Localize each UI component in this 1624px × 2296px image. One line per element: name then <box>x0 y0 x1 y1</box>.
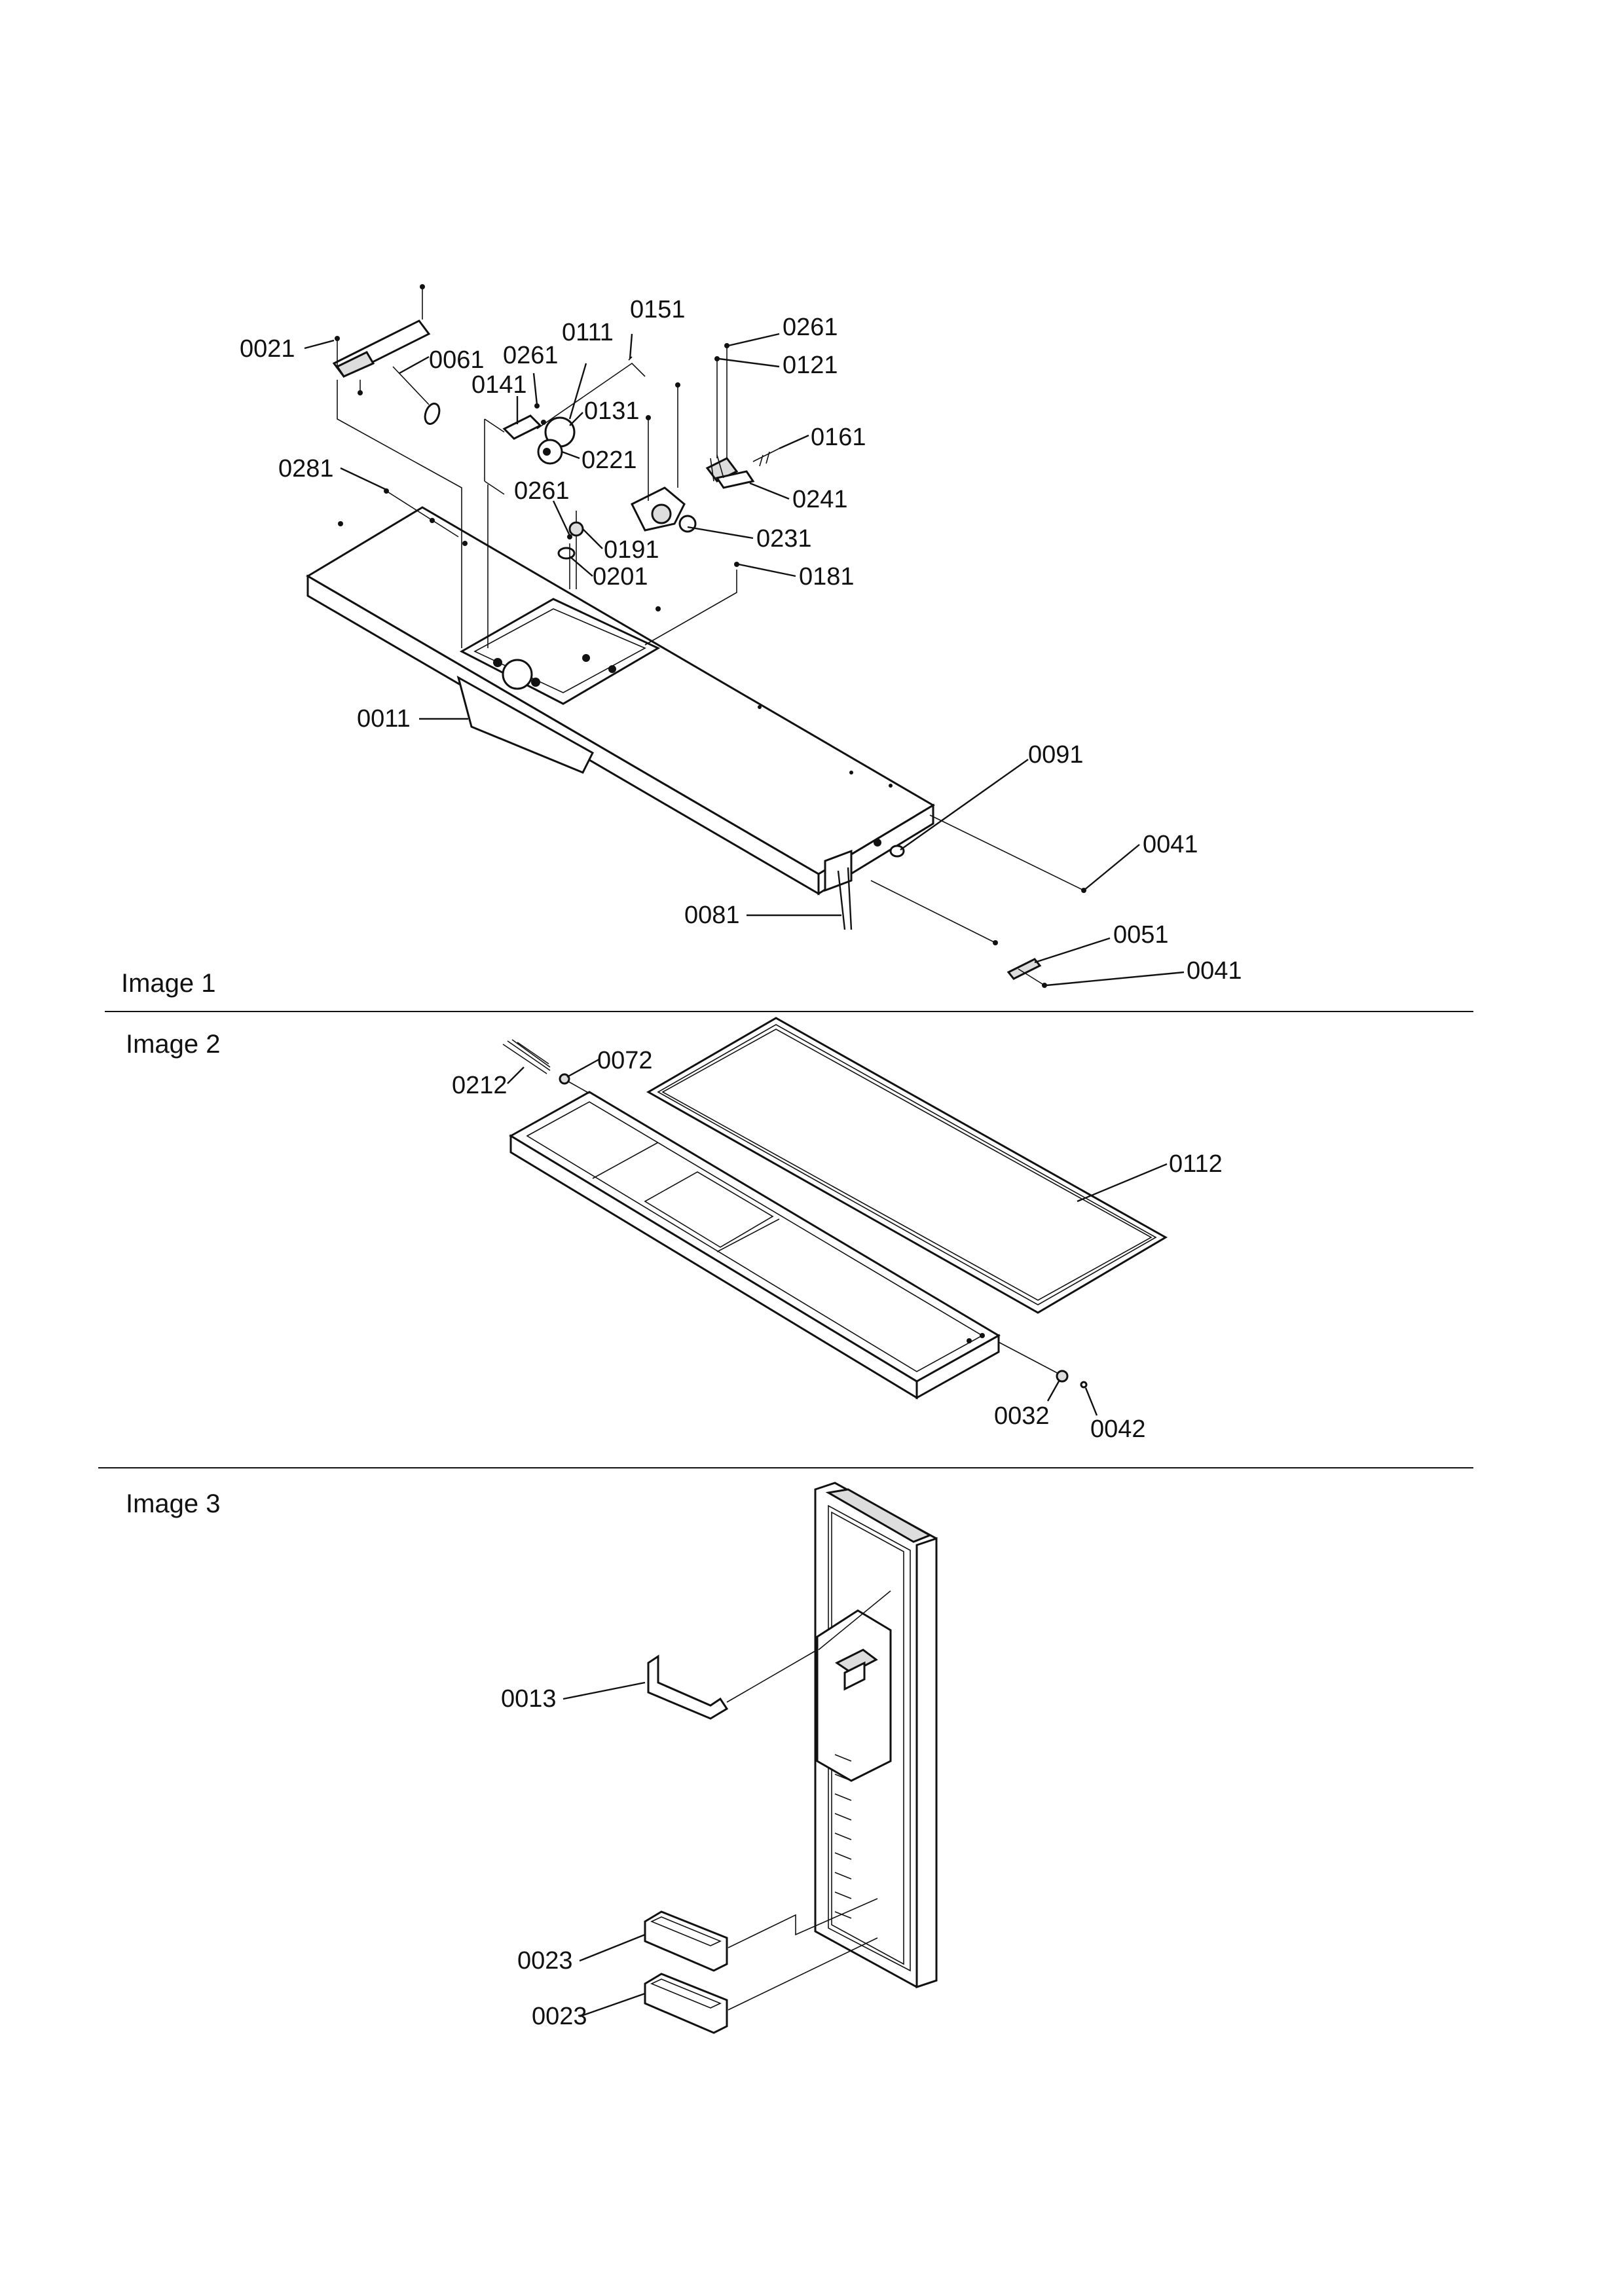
callout-0131: 0131 <box>584 397 640 425</box>
callout-0141: 0141 <box>471 371 527 399</box>
thermostat-bracket-0141 <box>502 414 542 440</box>
callout-0091: 0091 <box>1028 741 1084 769</box>
callout-0032: 0032 <box>994 1402 1050 1430</box>
image-2-labels: Image 2 0072 0212 0112 0032 0042 <box>126 1030 1223 1443</box>
callout-0181: 0181 <box>799 563 855 591</box>
fitting-0191 <box>568 521 584 537</box>
callout-0041-b: 0041 <box>1187 957 1242 985</box>
image-3-leaders <box>563 1681 646 2018</box>
housing-knob <box>502 659 533 690</box>
callout-0111: 0111 <box>562 319 614 346</box>
callout-0023-a: 0023 <box>517 1947 573 1975</box>
callout-0023-b: 0023 <box>532 2003 587 2030</box>
screw-0042 <box>1080 1381 1088 1389</box>
section-title-image-1: Image 1 <box>121 969 216 998</box>
bin-0013 <box>647 1654 729 1720</box>
image-3-labels: Image 3 0013 0023 0023 <box>126 1489 587 2030</box>
image-2-leaders <box>507 1058 1168 1416</box>
door-ridges <box>834 1754 852 1919</box>
grommet-0091 <box>889 845 905 858</box>
callout-0241: 0241 <box>792 486 848 513</box>
lower-housing <box>456 675 594 774</box>
callout-0121: 0121 <box>783 352 838 379</box>
bin-0023-upper <box>644 1910 728 1972</box>
image-1-drawing <box>306 284 1086 988</box>
sensor-0241 <box>705 457 739 483</box>
callout-0151: 0151 <box>630 296 686 323</box>
callout-0212: 0212 <box>452 1072 507 1099</box>
glass-shelf-0112 <box>646 1017 1168 1314</box>
callout-0021: 0021 <box>240 335 295 363</box>
callout-0042: 0042 <box>1090 1415 1146 1443</box>
callout-0072: 0072 <box>597 1047 653 1074</box>
callout-0281: 0281 <box>278 455 334 483</box>
hinge-0051 <box>1006 958 1042 980</box>
section-title-image-3: Image 3 <box>126 1489 221 1518</box>
screw-0032 <box>1056 1370 1069 1383</box>
callout-0161: 0161 <box>811 424 866 451</box>
callout-0261-b: 0261 <box>783 314 838 341</box>
callout-0061: 0061 <box>429 346 485 374</box>
image-2-drawing <box>502 1017 1168 1400</box>
fitting-0201 <box>557 547 576 560</box>
callout-0081: 0081 <box>684 902 740 929</box>
clip-0072 <box>559 1073 570 1085</box>
callout-0041-a: 0041 <box>1143 831 1198 858</box>
callout-0191: 0191 <box>604 536 659 564</box>
section-title-image-2: Image 2 <box>126 1030 221 1059</box>
image-1-leaders <box>304 333 1185 987</box>
dispenser-module <box>816 1609 892 1782</box>
image-3-drawing <box>644 1482 938 2034</box>
callout-0112: 0112 <box>1169 1150 1223 1178</box>
callout-0261-a: 0261 <box>503 342 559 369</box>
wire-0161 <box>752 448 780 462</box>
image-1-labels: 0021 0061 0261 0111 0151 0261 0121 0141 … <box>240 296 1242 985</box>
callout-0231: 0231 <box>756 525 812 553</box>
callout-0221: 0221 <box>581 446 637 474</box>
bin-0023-lower <box>644 1973 728 2034</box>
callout-0013: 0013 <box>501 1685 557 1713</box>
wire-0212 <box>502 1044 547 1074</box>
callout-0201: 0201 <box>593 563 648 591</box>
callout-0261-c: 0261 <box>514 477 570 505</box>
bulb-0061 <box>424 403 441 425</box>
callout-0051: 0051 <box>1113 921 1169 949</box>
callout-0011: 0011 <box>357 705 411 733</box>
control-housing-cavity <box>459 598 661 705</box>
